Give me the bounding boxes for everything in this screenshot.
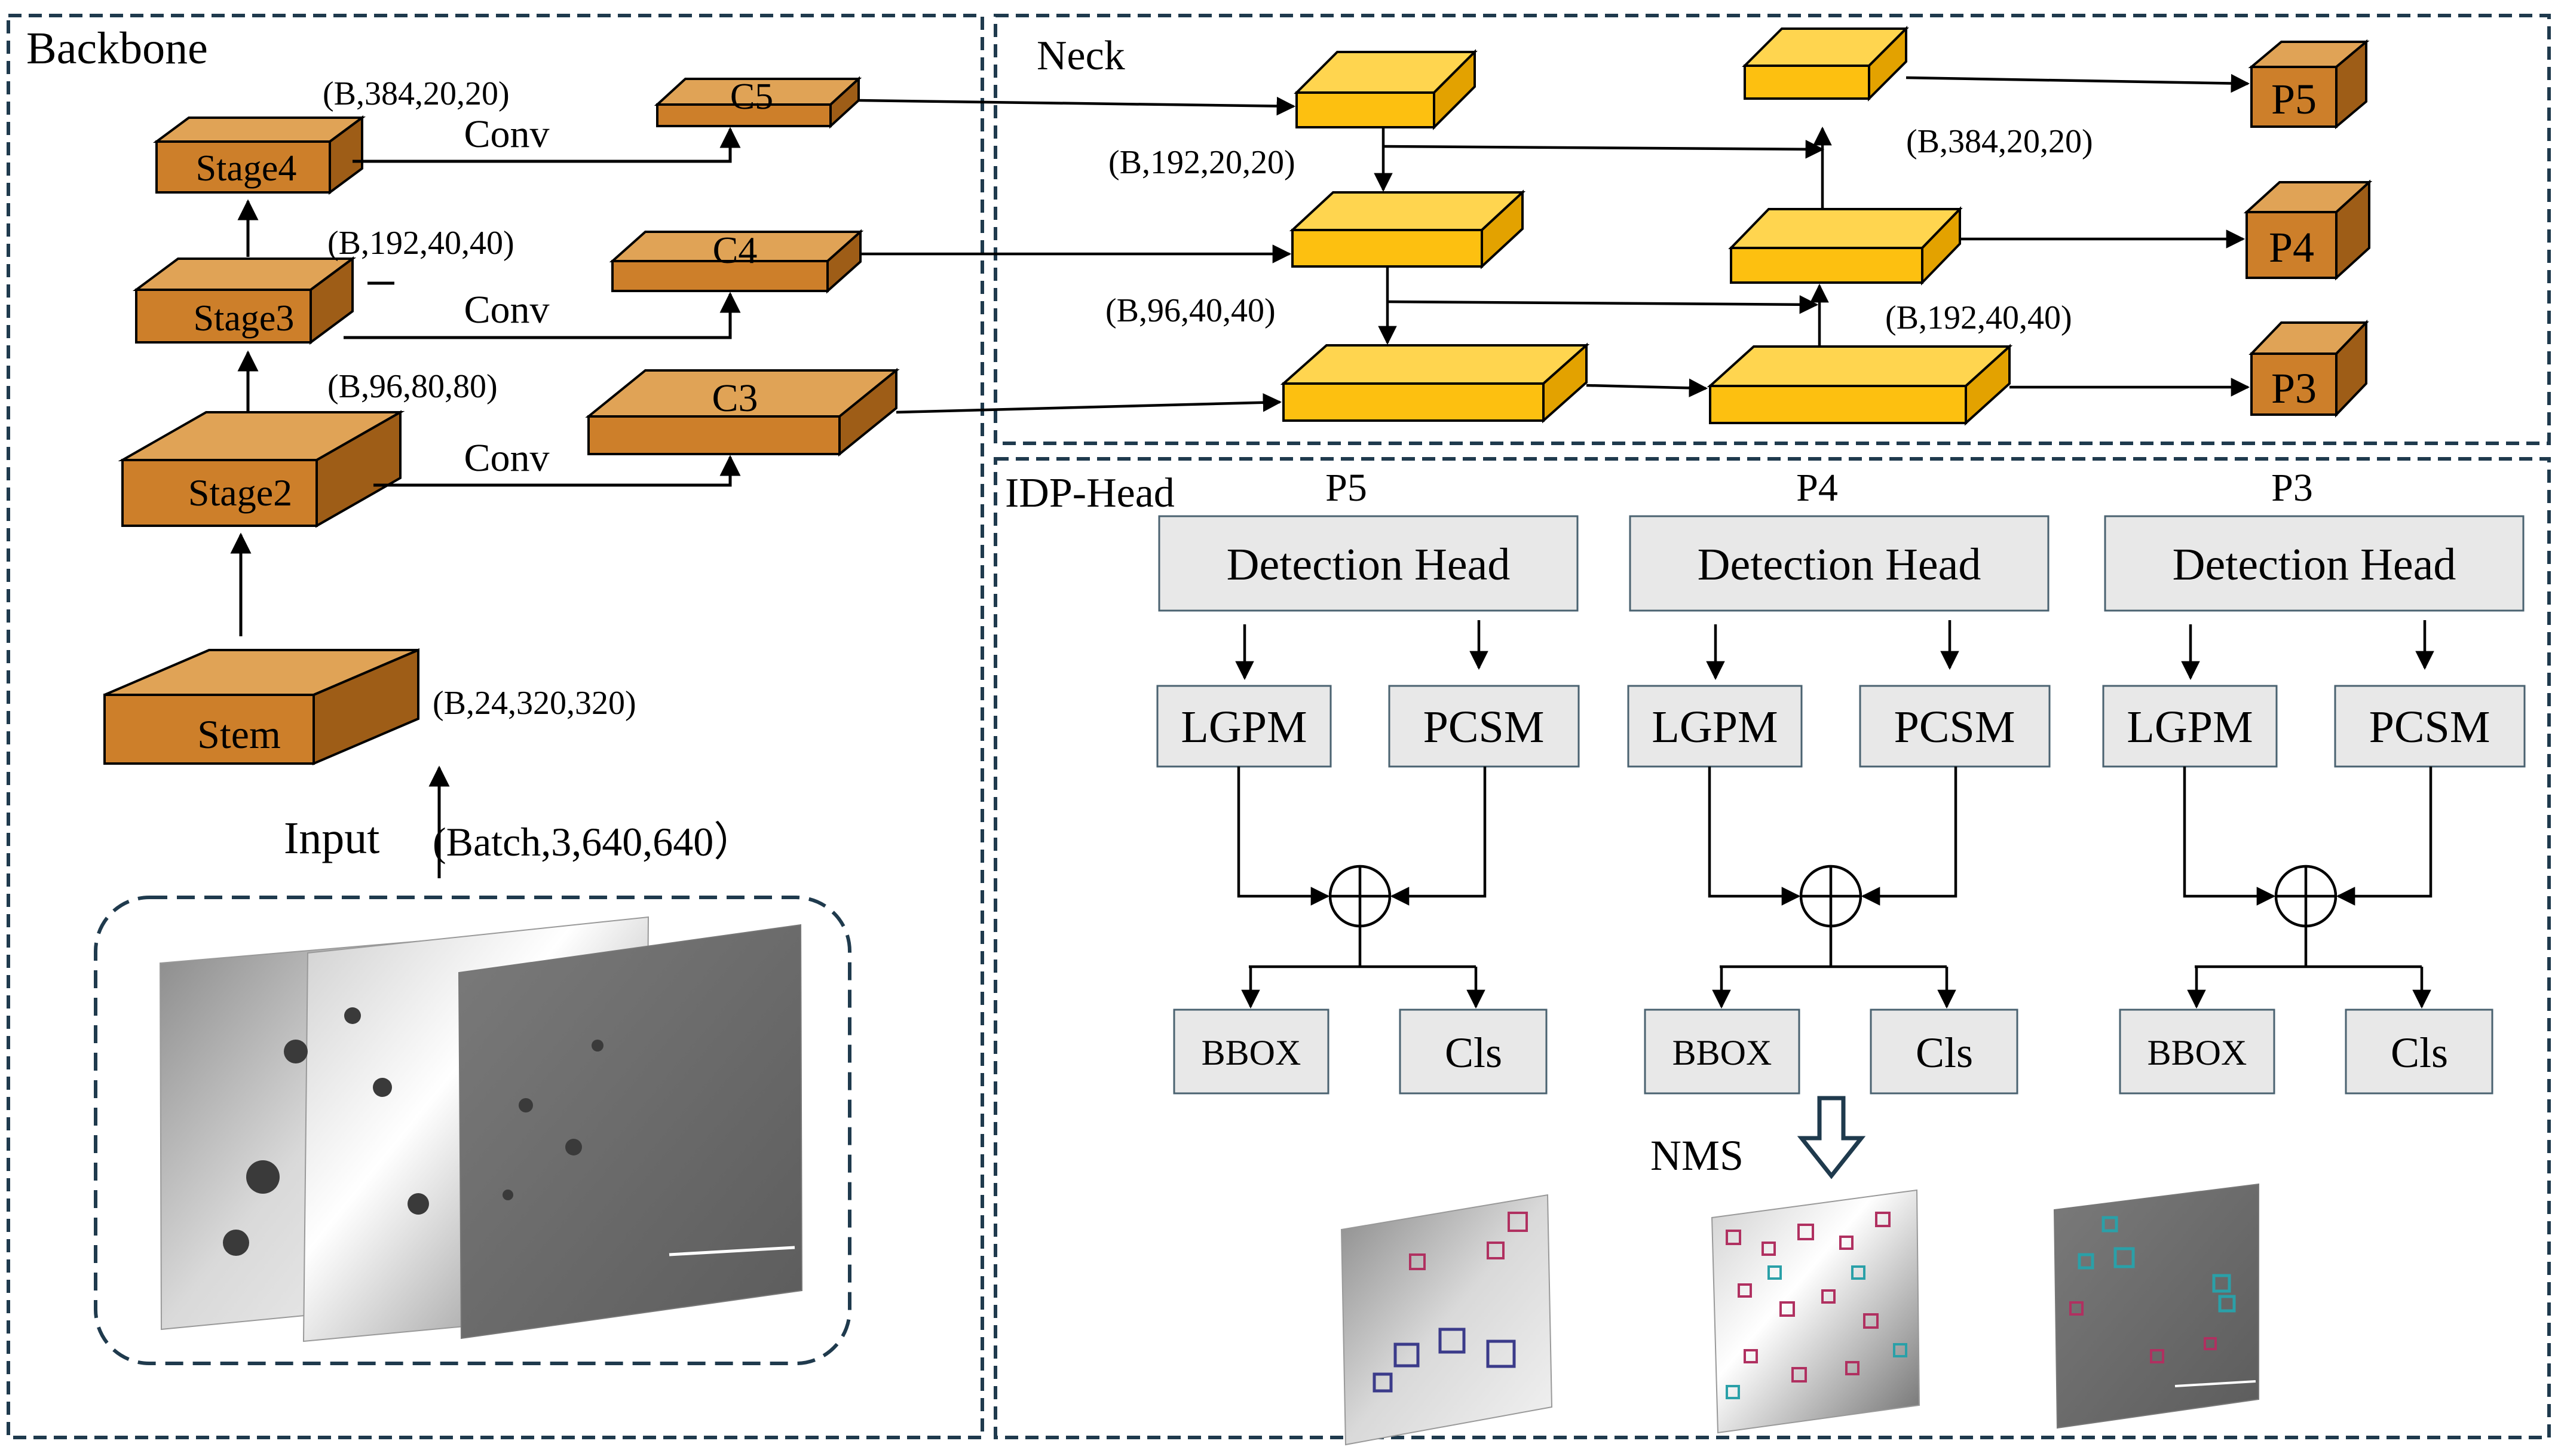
bbox-label-p5: BBOX xyxy=(1202,1033,1301,1072)
conv-label-c4: Conv xyxy=(464,288,549,332)
cls-box-p3 xyxy=(2345,1009,2493,1095)
p5-output-label: P5 xyxy=(2271,75,2317,123)
pcsm-box-p3 xyxy=(2334,685,2526,768)
c5-label: C5 xyxy=(730,76,773,117)
p4-output: P4 xyxy=(2243,179,2373,281)
neck-shape-mid-left: (B,96,40,40) xyxy=(1105,292,1276,329)
cls-box-p5 xyxy=(1399,1009,1548,1095)
detection-head-p3 xyxy=(2104,515,2525,612)
backbone-title: Backbone xyxy=(26,23,208,73)
pcsm-label-p5: PCSM xyxy=(1423,702,1545,752)
result-image-p4 xyxy=(1711,1189,1920,1434)
head-title-p5: P5 xyxy=(1325,466,1367,510)
cls-label-p4: Cls xyxy=(1916,1029,1973,1077)
neck-shape-mid-right: (B,192,40,40) xyxy=(1885,299,2072,336)
head-title-p3: P3 xyxy=(2271,466,2313,510)
neck-title: Neck xyxy=(1037,33,1125,79)
stem-label: Stem xyxy=(197,712,281,757)
bbox-label-p4: BBOX xyxy=(1672,1033,1772,1072)
pcsm-label-p3: PCSM xyxy=(2369,702,2490,752)
lgpm-label-p4: LGPM xyxy=(1652,702,1778,752)
detection-head-label-p4: Detection Head xyxy=(1698,540,1981,590)
lgpm-box-p3 xyxy=(2102,685,2278,768)
neck-block-1 xyxy=(1294,49,1478,130)
nms-label: NMS xyxy=(1650,1132,1744,1179)
input-shape: (Batch,3,640,640） xyxy=(433,819,754,865)
lgpm-label-p3: LGPM xyxy=(2127,702,2253,752)
neck-block-6 xyxy=(1742,26,1909,102)
neck-block-2 xyxy=(1289,189,1526,269)
c4-label: C4 xyxy=(713,229,758,271)
stage2-block: Stage2 xyxy=(118,410,405,528)
result-image-p3 xyxy=(2053,1183,2259,1429)
input-image-stack xyxy=(159,916,803,1342)
neck-frame xyxy=(994,14,2551,445)
conv-label-c5: Conv xyxy=(464,112,549,156)
lgpm-label-p5: LGPM xyxy=(1181,702,1307,752)
neck-block-4 xyxy=(1707,344,2013,426)
cls-label-p3: Cls xyxy=(2391,1029,2448,1077)
stage4-block: Stage4 xyxy=(152,115,366,195)
p5-output: P5 xyxy=(2248,39,2370,130)
detection-head-p5 xyxy=(1158,515,1579,612)
cls-label-p5: Cls xyxy=(1445,1029,1502,1077)
neck-shape-top-right: (B,384,20,20) xyxy=(1906,123,2093,160)
bbox-box-p5 xyxy=(1173,1009,1329,1095)
c4-block: C4 xyxy=(609,229,864,294)
head-frame xyxy=(994,457,2551,1439)
stage2-shape: (B,96,80,80) xyxy=(327,368,498,405)
head-title-p4: P4 xyxy=(1796,466,1838,510)
stem-block: Stem xyxy=(103,648,419,766)
stage3-label: Stage3 xyxy=(194,298,295,339)
p3-output-label: P3 xyxy=(2271,364,2317,412)
detection-head-label-p3: Detection Head xyxy=(2173,540,2456,590)
detection-head-p4 xyxy=(1629,515,2050,612)
result-image-p5 xyxy=(1340,1194,1553,1446)
neck-block-3 xyxy=(1280,342,1590,424)
neck-arrows xyxy=(858,73,2250,414)
nms-arrow-icon xyxy=(1797,1096,1866,1179)
p3-output: P3 xyxy=(2248,320,2369,418)
stage3-shape: (B,192,40,40) xyxy=(327,225,514,262)
bbox-label-p3: BBOX xyxy=(2148,1033,2247,1072)
c3-label: C3 xyxy=(712,376,758,420)
backbone-arrows xyxy=(230,127,741,878)
lgpm-box-p5 xyxy=(1156,685,1332,768)
bbox-box-p3 xyxy=(2119,1009,2275,1095)
pcsm-label-p4: PCSM xyxy=(1894,702,2015,752)
c3-block: C3 xyxy=(585,367,900,457)
neck-shape-top-left: (B,192,20,20) xyxy=(1108,144,1295,181)
conv-label-c3: Conv xyxy=(464,436,549,480)
stage4-shape: (B,384,20,20) xyxy=(323,75,510,112)
stage3-block: Stage3 xyxy=(132,256,357,345)
cls-box-p4 xyxy=(1870,1009,2018,1095)
input-label: Input xyxy=(284,813,379,863)
detection-head-label-p5: Detection Head xyxy=(1227,540,1511,590)
bbox-box-p4 xyxy=(1644,1009,1800,1095)
head-title: IDP-Head xyxy=(1005,470,1175,516)
c5-block: C5 xyxy=(654,76,862,129)
pcsm-box-p4 xyxy=(1859,685,2051,768)
stage2-label: Stage2 xyxy=(188,471,292,514)
input-image-frame xyxy=(94,896,851,1365)
neck-block-5 xyxy=(1728,206,1963,286)
p4-output-label: P4 xyxy=(2269,223,2314,271)
lgpm-box-p4 xyxy=(1627,685,1803,768)
stem-shape: (B,24,320,320) xyxy=(433,685,636,722)
stage4-label: Stage4 xyxy=(196,148,297,189)
